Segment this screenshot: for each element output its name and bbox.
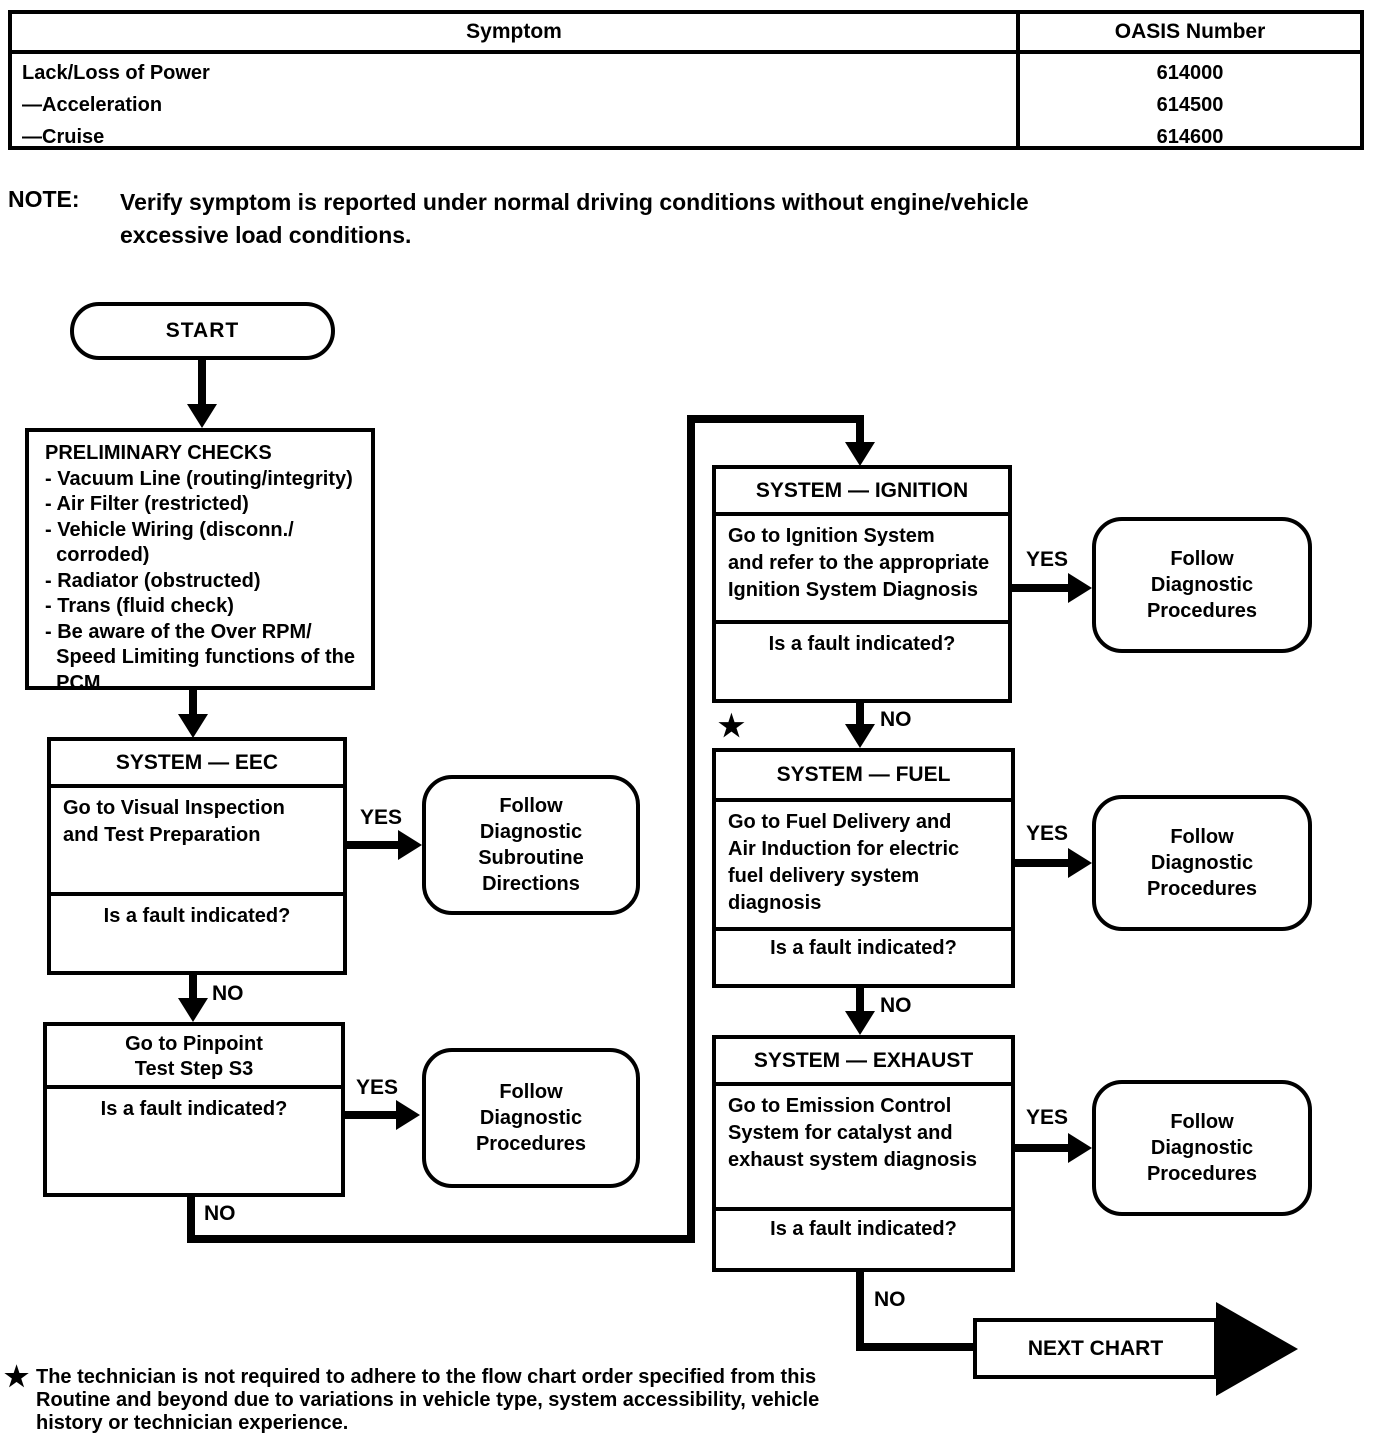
system-fuel-box: SYSTEM — FUEL Go to Fuel Delivery and Ai… [712, 748, 1015, 988]
arrowhead-right [1068, 848, 1092, 878]
note-text: Verify symptom is reported under normal … [120, 189, 1029, 248]
pinpoint-test-box: Go to Pinpoint Test Step S3 Is a fault i… [43, 1022, 345, 1197]
system-exhaust-header: SYSTEM — EXHAUST [716, 1039, 1011, 1086]
system-ignition-header: SYSTEM — IGNITION [716, 469, 1008, 516]
preliminary-check-item: Speed Limiting functions of the [45, 646, 355, 668]
connector-line [187, 1195, 195, 1243]
no-label: NO [880, 994, 912, 1017]
connector-line [856, 701, 864, 727]
column-header-oasis: OASIS Number [1114, 20, 1266, 43]
yes-label: YES [360, 806, 403, 829]
yes-label: YES [356, 1076, 399, 1099]
pinpoint-test-body: Go to Pinpoint Test Step S3 [47, 1026, 341, 1089]
system-eec-header: SYSTEM — EEC [51, 741, 343, 788]
table-row-oasis: 614500 [1156, 93, 1224, 116]
connector-line [856, 986, 864, 1013]
preliminary-check-item: - Radiator (obstructed) [45, 569, 261, 592]
no-label: NO [880, 708, 912, 731]
preliminary-check-item: PCM [45, 671, 101, 694]
note-label: NOTE: [8, 186, 80, 212]
start-node: START [70, 302, 335, 360]
system-eec-body: Go to Visual Inspection and Test Prepara… [51, 788, 343, 896]
preliminary-check-item: - Vehicle Wiring (disconn./ [45, 518, 294, 541]
arrowhead-right [1068, 1133, 1092, 1163]
connector-line [347, 841, 400, 849]
column-header-symptom: Symptom [466, 20, 562, 43]
arrowhead-down [845, 442, 875, 466]
arrowhead-down [845, 1011, 875, 1035]
system-fuel-header: SYSTEM — FUEL [716, 752, 1011, 802]
connector-line [187, 1235, 695, 1243]
table-column-divider [1016, 14, 1020, 146]
yes-label: YES [1026, 548, 1069, 571]
connector-line [856, 415, 864, 444]
connector-line [856, 1270, 864, 1351]
arrowhead-down [178, 714, 208, 738]
system-exhaust-box: SYSTEM — EXHAUST Go to Emission Control … [712, 1035, 1015, 1272]
no-label: NO [212, 982, 244, 1005]
star-icon: ★ [4, 1361, 30, 1392]
table-row-oasis: 614000 [1156, 61, 1224, 84]
star-icon: ★ [718, 710, 745, 743]
follow-diagnostic-procedures-node: Follow Diagnostic Procedures [422, 1048, 640, 1188]
yes-label: YES [1026, 822, 1069, 845]
next-chart-arrowhead [1216, 1302, 1298, 1396]
connector-line [687, 415, 695, 1243]
arrowhead-down [845, 724, 875, 748]
system-ignition-box: SYSTEM — IGNITION Go to Ignition System … [712, 465, 1012, 703]
table-row-oasis: 614600 [1156, 125, 1224, 148]
preliminary-check-item: corroded) [45, 544, 150, 566]
system-fuel-fault-question: Is a fault indicated? [770, 937, 957, 959]
connector-line [189, 973, 197, 1001]
no-label: NO [204, 1202, 236, 1225]
follow-diagnostic-procedures-node: Follow Diagnostic Procedures [1092, 1080, 1312, 1216]
system-eec-box: SYSTEM — EEC Go to Visual Inspection and… [47, 737, 347, 975]
no-label: NO [874, 1288, 906, 1311]
system-exhaust-body: Go to Emission Control System for cataly… [716, 1086, 1011, 1211]
yes-label: YES [1026, 1106, 1069, 1129]
arrowhead-down [187, 404, 217, 428]
table-row-symptom: —Cruise [22, 125, 105, 148]
symptom-oasis-table: Symptom OASIS Number Lack/Loss of Power … [8, 10, 1364, 150]
connector-line [687, 415, 864, 423]
follow-diagnostic-procedures-node: Follow Diagnostic Procedures [1092, 795, 1312, 931]
connector-line [198, 358, 206, 406]
connector-line [1012, 584, 1070, 592]
table-header-divider [12, 50, 1360, 54]
system-eec-fault-question: Is a fault indicated? [103, 905, 291, 927]
arrowhead-right [398, 830, 422, 860]
connector-line [1015, 859, 1070, 867]
system-exhaust-fault-question: Is a fault indicated? [770, 1218, 957, 1240]
preliminary-check-item: - Be aware of the Over RPM/ [45, 620, 312, 643]
connector-line [856, 1343, 975, 1351]
table-row-symptom: Lack/Loss of Power [22, 61, 210, 84]
preliminary-check-item: - Air Filter (restricted) [45, 493, 249, 515]
preliminary-check-item: - Trans (fluid check) [45, 595, 234, 617]
system-ignition-body: Go to Ignition System and refer to the a… [716, 516, 1008, 624]
next-chart-node: NEXT CHART [973, 1318, 1218, 1379]
follow-diagnostic-procedures-node: Follow Diagnostic Procedures [1092, 517, 1312, 653]
footnote-text: The technician is not required to adhere… [36, 1366, 820, 1434]
system-fuel-body: Go to Fuel Delivery and Air Induction fo… [716, 802, 1011, 931]
connector-line [1015, 1144, 1070, 1152]
table-row-symptom: —Acceleration [22, 93, 163, 116]
system-ignition-fault-question: Is a fault indicated? [768, 633, 956, 655]
preliminary-check-item: - Vacuum Line (routing/integrity) [45, 467, 353, 490]
preliminary-checks-title: PRELIMINARY CHECKS [45, 442, 272, 464]
arrowhead-down [178, 998, 208, 1022]
connector-line [345, 1111, 398, 1119]
arrowhead-right [1068, 573, 1092, 603]
preliminary-checks-box: PRELIMINARY CHECKS - Vacuum Line (routin… [25, 428, 375, 694]
pinpoint-fault-question: Is a fault indicated? [100, 1098, 288, 1120]
connector-line [189, 688, 197, 716]
arrowhead-right [396, 1100, 420, 1130]
follow-diagnostic-subroutine-node: Follow Diagnostic Subroutine Directions [422, 775, 640, 915]
